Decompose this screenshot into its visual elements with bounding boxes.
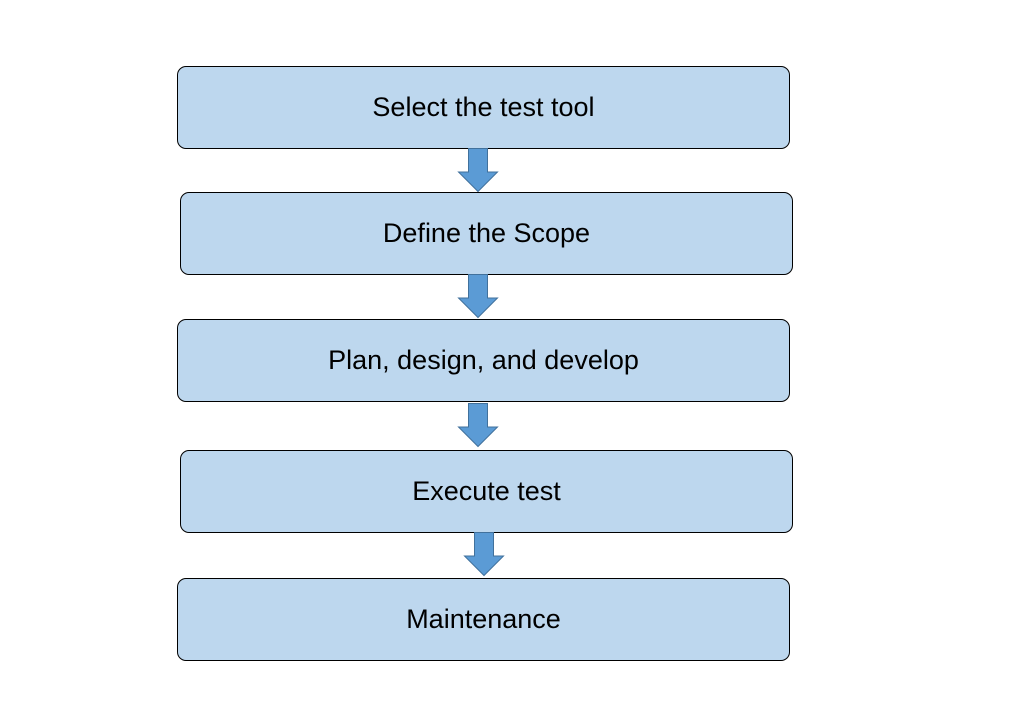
down-arrow-icon <box>457 148 499 193</box>
step-execute-test: Execute test <box>180 450 793 533</box>
step-plan-design-develop: Plan, design, and develop <box>177 319 790 402</box>
step-label: Execute test <box>412 476 561 506</box>
step-define-scope: Define the Scope <box>180 192 793 275</box>
step-label: Maintenance <box>406 604 561 634</box>
step-select-test-tool: Select the test tool <box>177 66 790 149</box>
down-arrow-icon <box>457 403 499 448</box>
down-arrow-icon <box>457 274 499 319</box>
step-label: Select the test tool <box>372 92 595 122</box>
down-arrow-icon <box>463 532 505 577</box>
step-label: Define the Scope <box>382 218 591 248</box>
step-maintenance: Maintenance <box>177 578 790 661</box>
step-label: Plan, design, and develop <box>328 345 639 375</box>
